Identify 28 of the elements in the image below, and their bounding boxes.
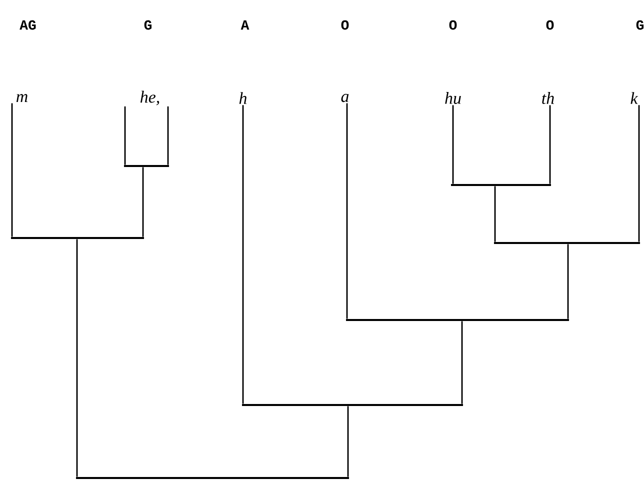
leaf-word: k: [630, 92, 638, 104]
category-label: G: [144, 20, 152, 30]
tree-branch: [124, 106, 126, 165]
tree-branch: [549, 105, 551, 184]
leaf-word: h: [239, 92, 247, 104]
tree-branch: [452, 105, 454, 184]
category-label: O: [546, 20, 554, 30]
category-label: G: [636, 20, 644, 30]
tree-branch: [346, 103, 348, 319]
category-label: O: [341, 20, 349, 30]
tree-branch: [347, 406, 349, 477]
category-label: AG: [20, 20, 36, 30]
leaf-word: a: [341, 94, 349, 102]
tree-branch: [461, 321, 463, 404]
leaf-word: he,: [140, 90, 160, 106]
tree-branch: [167, 106, 169, 165]
leaf-word: m: [16, 94, 28, 102]
category-label: A: [240, 20, 250, 30]
tree-branch: [76, 239, 78, 477]
tree-branch: [494, 186, 496, 242]
leaf-word: hu: [445, 92, 461, 104]
category-label: O: [449, 20, 457, 30]
tree-branch: [11, 103, 13, 237]
tree-branch: [242, 105, 244, 404]
tree-branch: [567, 244, 569, 319]
tree-branch: [142, 167, 144, 237]
leaf-word: th: [542, 92, 554, 104]
tree-branch: [638, 105, 640, 242]
